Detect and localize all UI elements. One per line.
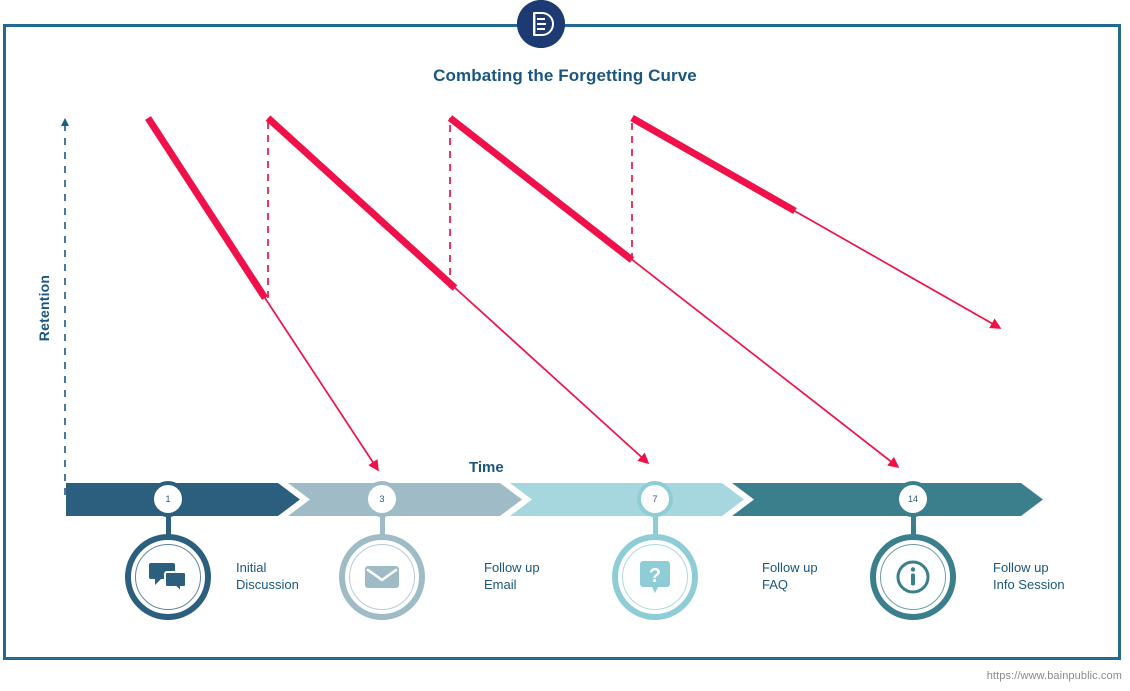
- medallion-inner-ring: [622, 544, 688, 610]
- stem-day-3: [379, 512, 385, 538]
- medallion-inner-ring: [880, 544, 946, 610]
- page-title: Combating the Forgetting Curve: [433, 66, 697, 85]
- medallion-day-14[interactable]: [870, 534, 956, 620]
- node-day-number: 7: [652, 493, 658, 504]
- medallion-day-7[interactable]: ?: [612, 534, 698, 620]
- medallion-day-3[interactable]: [339, 534, 425, 620]
- svg-text:?: ?: [649, 565, 661, 587]
- step-label-day-3: Follow up Email: [484, 560, 540, 592]
- step-label-day-1: Initial Discussion: [236, 560, 299, 592]
- medallion-inner-ring: [135, 544, 201, 610]
- node-day-7[interactable]: 7: [637, 481, 673, 517]
- chat-bubbles-icon: [125, 534, 211, 620]
- node-bubble: 3: [364, 481, 400, 517]
- node-day-number: 14: [907, 493, 918, 504]
- medallion-day-1[interactable]: [125, 534, 211, 620]
- node-day-14[interactable]: 14: [895, 481, 931, 517]
- timeline-segment-day-7[interactable]: [510, 483, 744, 516]
- stem-day-14: [910, 512, 916, 538]
- footer-url[interactable]: https://www.bainpublic.com: [986, 670, 1122, 682]
- node-day-number: 3: [379, 493, 385, 504]
- node-day-number: 1: [165, 493, 171, 504]
- stem-day-7: [652, 512, 658, 538]
- step-label-day-14: Follow up Info Session: [993, 560, 1065, 592]
- question-bubble-icon: ?: [612, 534, 698, 620]
- timeline-segment-day-14[interactable]: [732, 483, 1043, 516]
- node-bubble: 7: [637, 481, 673, 517]
- medallion-inner-ring: [349, 544, 415, 610]
- node-bubble: 1: [150, 481, 186, 517]
- timeline-segment-day-3[interactable]: [288, 483, 522, 516]
- step-label-day-7: Follow up FAQ: [762, 560, 818, 592]
- stem-day-1: [165, 512, 171, 538]
- node-bubble: 14: [895, 481, 931, 517]
- info-circle-icon: [870, 534, 956, 620]
- brand-logo: [517, 0, 565, 48]
- node-day-3[interactable]: 3: [364, 481, 400, 517]
- node-day-1[interactable]: 1: [150, 481, 186, 517]
- envelope-icon: [339, 534, 425, 620]
